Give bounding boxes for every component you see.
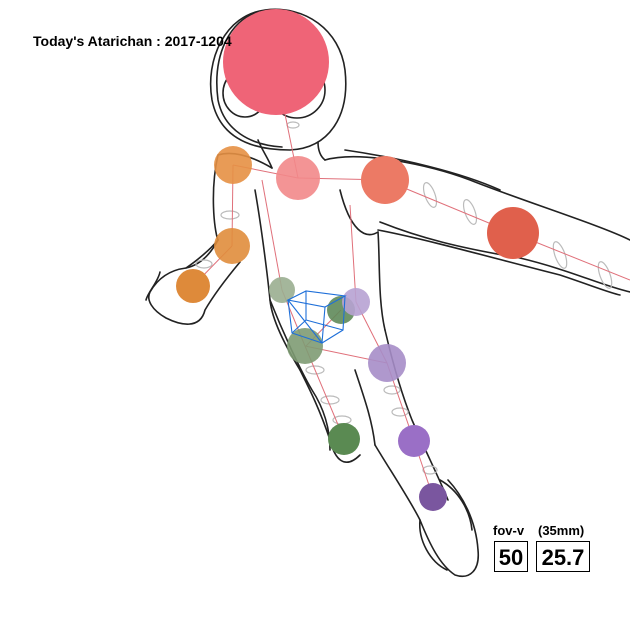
- fov-value-box[interactable]: 50: [494, 541, 528, 572]
- joints[interactable]: [176, 9, 539, 511]
- joint-rings: [195, 121, 613, 475]
- joint-right-shoulder[interactable]: [361, 156, 409, 204]
- figure-sketch: [145, 8, 630, 577]
- joint-left-hand[interactable]: [176, 269, 210, 303]
- joint-right-hip[interactable]: [342, 288, 370, 316]
- focal-length-value-box[interactable]: 25.7: [536, 541, 590, 572]
- joint-left-shoulder[interactable]: [214, 146, 252, 184]
- joint-left-elbow[interactable]: [214, 228, 250, 264]
- fov-label: fov-v: [493, 523, 525, 538]
- joint-right-elbow[interactable]: [487, 207, 539, 259]
- joint-left-hip[interactable]: [269, 277, 295, 303]
- joint-right-knee[interactable]: [368, 344, 406, 382]
- focal-length-label: (35mm): [538, 523, 585, 538]
- joint-left-ankle[interactable]: [328, 423, 360, 455]
- cube-gizmo[interactable]: [286, 290, 347, 344]
- joint-neck[interactable]: [276, 156, 320, 200]
- joint-left-knee[interactable]: [287, 328, 323, 364]
- page-title: Today's Atarichan : 2017-1204: [33, 33, 232, 49]
- joint-right-foot[interactable]: [419, 483, 447, 511]
- joint-head[interactable]: [223, 9, 329, 115]
- joint-right-ankle[interactable]: [398, 425, 430, 457]
